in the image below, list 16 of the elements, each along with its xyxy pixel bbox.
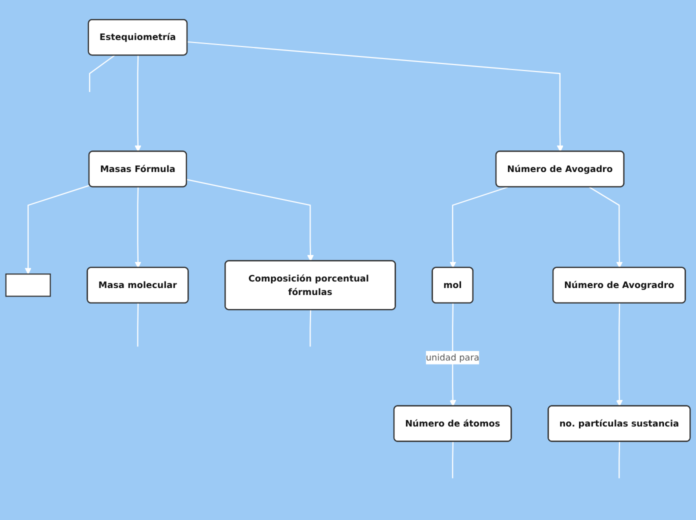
arrow xyxy=(187,41,564,152)
arrow xyxy=(450,186,508,268)
arrow xyxy=(589,186,623,268)
arrow xyxy=(616,303,623,406)
node-box xyxy=(5,274,51,297)
arrow xyxy=(24,184,90,274)
arrow xyxy=(134,187,142,268)
connector xyxy=(89,54,115,92)
connector xyxy=(618,442,620,478)
connector xyxy=(310,310,312,347)
arrow xyxy=(134,55,142,152)
edge-label: unidad para xyxy=(426,352,480,363)
connector xyxy=(452,442,454,478)
arrow xyxy=(186,179,314,262)
connector xyxy=(137,303,139,347)
arrow xyxy=(450,303,456,406)
